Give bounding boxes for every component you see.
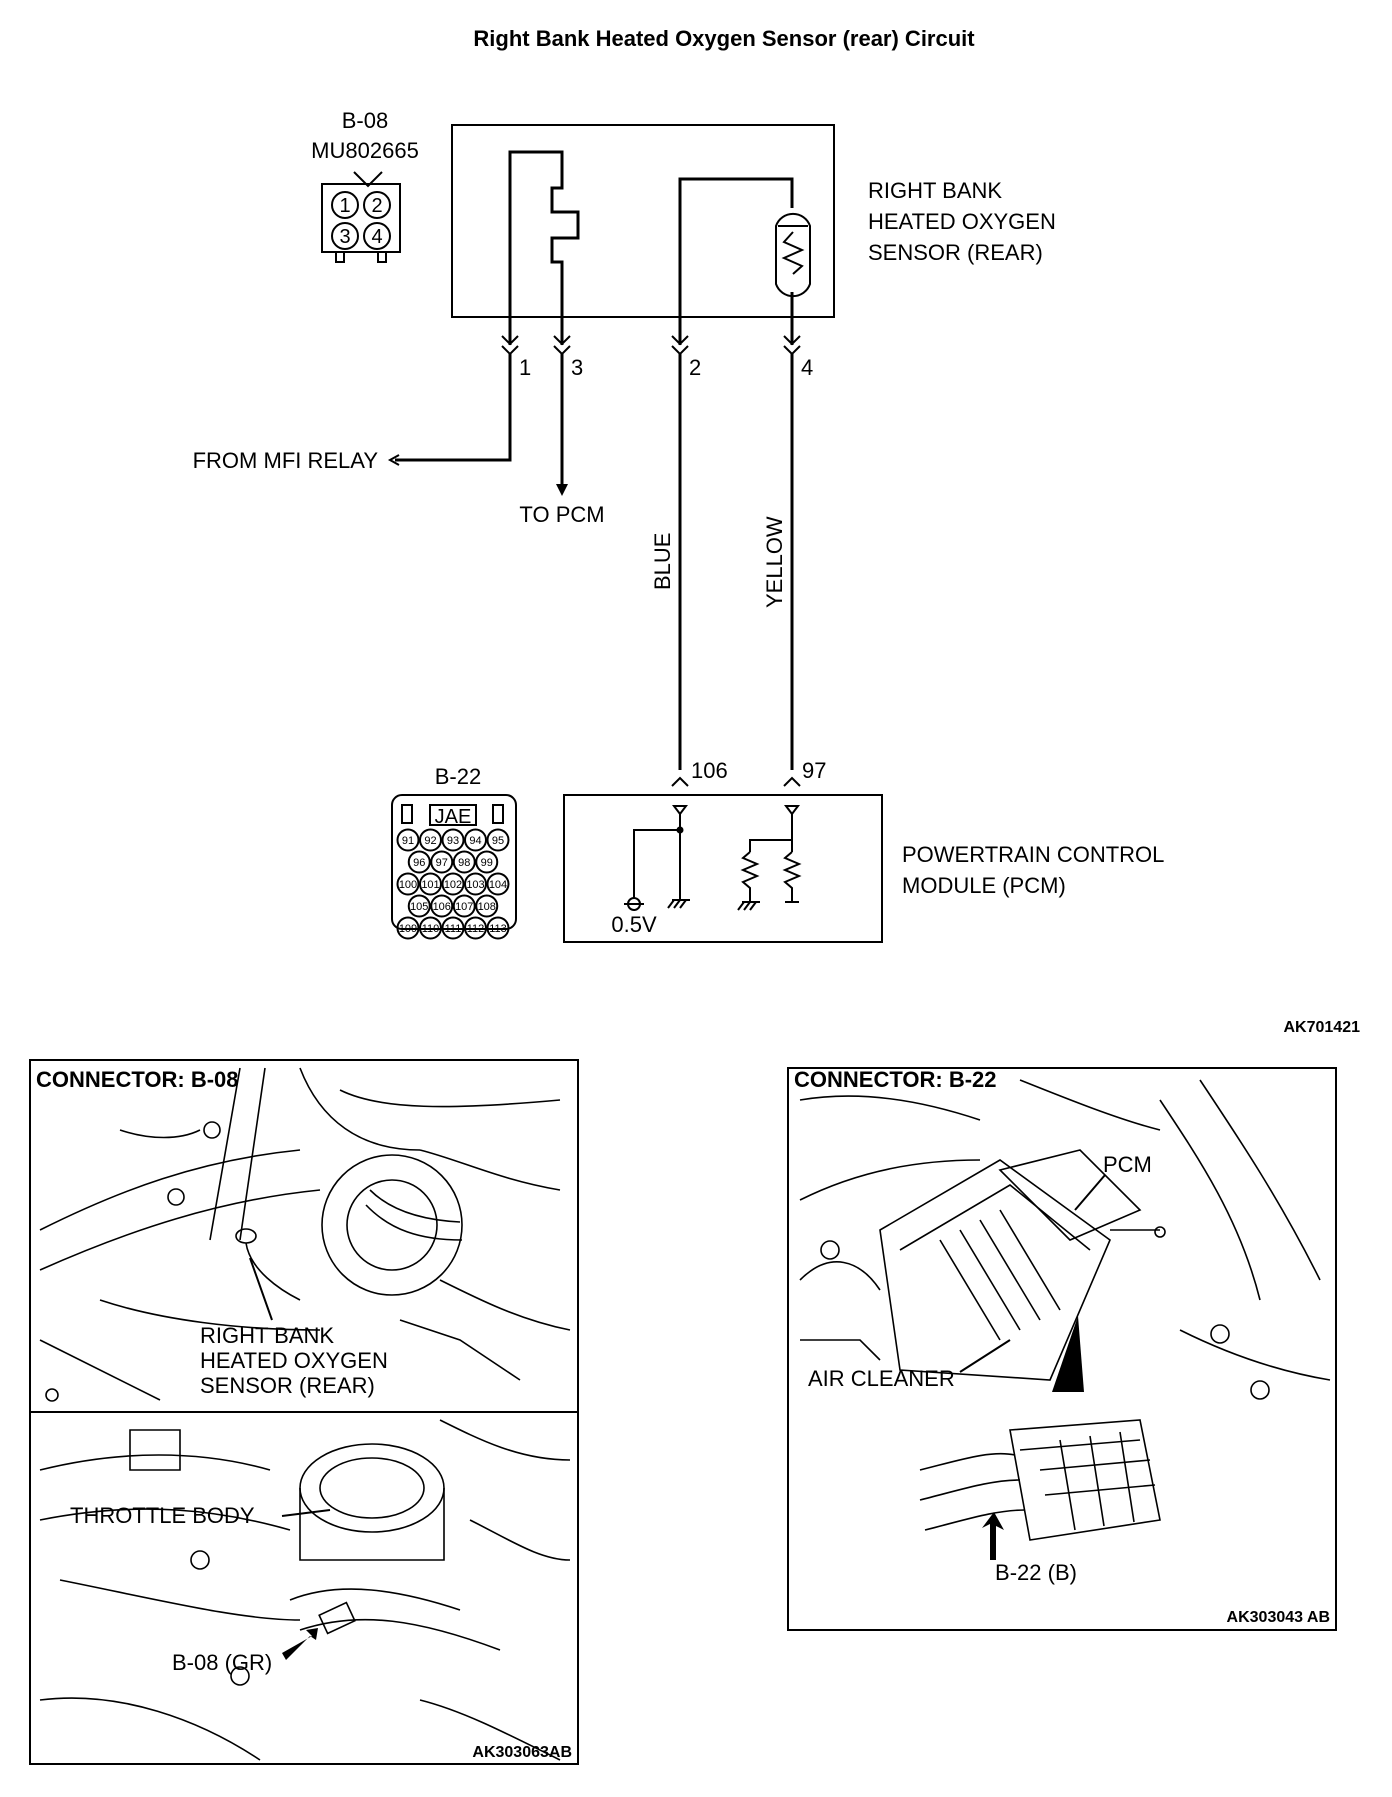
b22-pin-circle xyxy=(486,872,510,896)
b08-connector-icon: B-08 MU802665 1 2 3 4 xyxy=(311,108,419,263)
b08-pin-3: 3 xyxy=(339,226,350,248)
sensor-label-3: SENSOR (REAR) xyxy=(868,240,1043,265)
b08-pin-1: 1 xyxy=(339,195,350,217)
b22-pin-circle xyxy=(430,894,454,918)
b22-pin-99: 99 xyxy=(481,857,493,869)
b22-location-panel: CONNECTOR: B-22 PCM AIR CLEANER B-22 (B)… xyxy=(787,1067,1337,1631)
wire-pin-3: 3 xyxy=(571,355,583,380)
b22-pin-92: 92 xyxy=(424,835,436,847)
b22-pin-95: 95 xyxy=(492,835,504,847)
b22-pin-circle xyxy=(464,872,487,896)
yellow-label: YELLOW xyxy=(762,516,787,608)
b22-pin-91: 91 xyxy=(402,835,414,847)
b22-pin-circle xyxy=(441,828,465,852)
b22-pin-circle xyxy=(486,916,510,940)
wire-pin-4: 4 xyxy=(801,355,813,380)
left-sensor-label-3: SENSOR (REAR) xyxy=(200,1373,375,1398)
wire-mfi-relay xyxy=(395,354,512,462)
b22-pin-96: 96 xyxy=(413,857,425,869)
b08-terminal-chevrons xyxy=(501,335,801,356)
b22-pin-circle xyxy=(419,828,442,852)
b22-pin-93: 93 xyxy=(447,835,459,847)
b22-pin-101: 101 xyxy=(421,879,439,891)
left-panel-title: CONNECTOR: B-08 xyxy=(36,1067,239,1092)
b22-pin-112: 112 xyxy=(467,923,485,935)
b22-pin-circle xyxy=(396,828,420,852)
from-mfi-relay-label: FROM MFI RELAY xyxy=(193,448,379,473)
b08-id: B-08 xyxy=(342,108,388,133)
b22-location-label: B-22 (B) xyxy=(995,1560,1077,1585)
b22-pin-circle xyxy=(475,850,499,874)
b22-pin-98: 98 xyxy=(458,857,470,869)
pcm-label-1: POWERTRAIN CONTROL xyxy=(902,842,1164,867)
b22-pin-circle xyxy=(419,872,442,896)
right-panel-code: AK303043 AB xyxy=(1227,1609,1330,1626)
blue-label: BLUE xyxy=(650,533,675,590)
b22-pin-circle xyxy=(396,916,420,940)
b22-pin-circle xyxy=(441,872,465,896)
b22-pin-104: 104 xyxy=(489,879,507,891)
b22-pin-110: 110 xyxy=(422,923,440,935)
diagram-code: AK701421 xyxy=(1284,1019,1361,1036)
throttle-body-label: THROTTLE BODY xyxy=(70,1503,255,1528)
to-pcm-label: TO PCM xyxy=(519,502,604,527)
pcm-pin-97: 97 xyxy=(802,758,826,783)
sensor-label-2: HEATED OXYGEN xyxy=(868,209,1056,234)
page-title: Right Bank Heated Oxygen Sensor (rear) C… xyxy=(473,26,975,51)
wire-pin-2: 2 xyxy=(689,355,701,380)
pcm-voltage: 0.5V xyxy=(611,912,657,937)
b08-location-label: B-08 (GR) xyxy=(172,1650,272,1675)
b22-brand: JAE xyxy=(435,806,472,828)
b22-pin-circle xyxy=(407,894,431,918)
left-sensor-label-1: RIGHT BANK xyxy=(200,1323,334,1348)
pcm-label-2: MODULE (PCM) xyxy=(902,873,1066,898)
b22-pin-107: 107 xyxy=(455,901,473,913)
left-sensor-label-2: HEATED OXYGEN xyxy=(200,1348,388,1373)
b22-pin-106: 106 xyxy=(433,901,451,913)
left-panel-code: AK303063AB xyxy=(472,1744,572,1761)
b22-pin-113: 113 xyxy=(489,923,507,935)
b22-id: B-22 xyxy=(435,764,481,789)
b22-pin-circle xyxy=(464,828,487,852)
b22-pin-111: 111 xyxy=(445,923,462,935)
b22-pin-100: 100 xyxy=(399,879,417,891)
b08-pin-2: 2 xyxy=(371,195,382,217)
b08-pin-4: 4 xyxy=(371,226,382,248)
b22-pin-circle xyxy=(452,894,476,918)
oxygen-sensor-box xyxy=(451,124,835,345)
pcm-box xyxy=(563,794,883,943)
b22-pin-109: 109 xyxy=(399,923,417,935)
b22-pin-circle xyxy=(441,916,465,940)
pcm-pin-106: 106 xyxy=(691,758,728,783)
b22-pin-102: 102 xyxy=(444,879,462,891)
b22-pin-circle xyxy=(419,916,442,940)
b22-pin-circle xyxy=(486,828,510,852)
b22-pin-105: 105 xyxy=(410,901,428,913)
b22-pin-circle xyxy=(407,850,431,874)
b22-pin-circle xyxy=(396,872,420,896)
right-panel-title: CONNECTOR: B-22 xyxy=(794,1067,997,1092)
b22-pin-circle xyxy=(464,916,487,940)
b22-pin-108: 108 xyxy=(478,901,496,913)
b22-pin-circle xyxy=(475,894,499,918)
b22-pin-circle xyxy=(452,850,476,874)
b08-location-panel: CONNECTOR: B-08 RIGHT BANK HEATED OXYGEN… xyxy=(29,1059,579,1765)
b22-connector-icon: B-22 JAE 91 92 93 94 95 96 97 98 99 100 101 102 103 1… xyxy=(391,764,517,940)
b08-part-number: MU802665 xyxy=(311,138,419,163)
pcm-location-label: PCM xyxy=(1103,1152,1152,1177)
b22-pin-103: 103 xyxy=(466,879,484,891)
b22-pin-circle xyxy=(430,850,454,874)
air-cleaner-label: AIR CLEANER xyxy=(808,1366,955,1391)
sensor-label-1: RIGHT BANK xyxy=(868,178,1002,203)
b22-pin-97: 97 xyxy=(436,857,448,869)
b22-pin-94: 94 xyxy=(469,835,481,847)
wire-pin-1: 1 xyxy=(519,355,531,380)
